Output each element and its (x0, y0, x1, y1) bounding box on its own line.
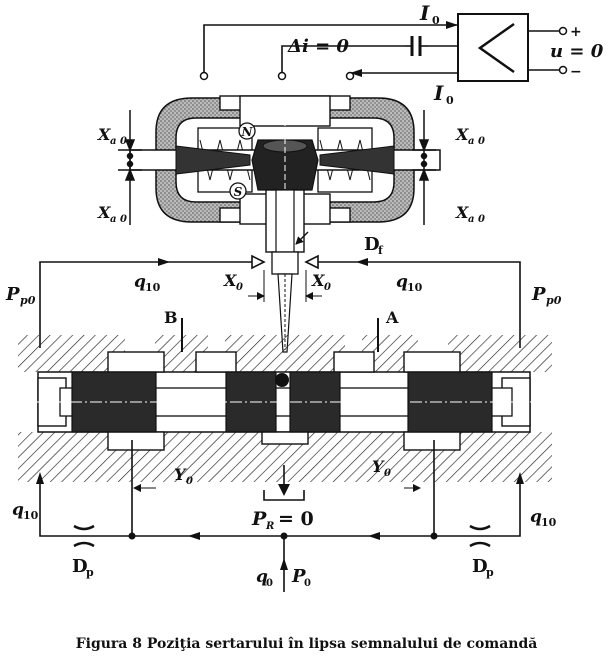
s-pole-label: S (234, 185, 243, 199)
label-x0-right: X (311, 271, 325, 290)
label-q10-top-right: q (396, 272, 408, 292)
label-port-a: A (385, 308, 399, 327)
svg-text:p: p (486, 566, 494, 579)
right-nozzle (304, 254, 319, 270)
svg-text:0: 0 (304, 578, 311, 589)
label-x0-left: X (223, 271, 237, 290)
svg-text:f: f (378, 244, 384, 257)
capacitor (405, 36, 428, 56)
coil-wires (203, 24, 458, 74)
svg-text:0: 0 (446, 94, 454, 107)
label-q10-bottom-right: q (530, 507, 542, 527)
label-u: u = 0 (550, 41, 604, 62)
label-port-b: B (164, 308, 178, 327)
spool (30, 371, 540, 433)
label-pp0-right: P (531, 284, 546, 305)
svg-text:p: p (86, 566, 94, 579)
label-pr: P (251, 508, 267, 530)
svg-text:a 0: a 0 (110, 136, 127, 147)
label-dp-right: D (472, 556, 488, 577)
label-pr-eq: = 0 (278, 508, 314, 530)
svg-text:0: 0 (324, 282, 331, 293)
label-i0-bottom: I (433, 81, 444, 105)
label-xa0-top-left: X (97, 125, 111, 144)
svg-text:10: 10 (23, 509, 39, 522)
fixed-orifices (73, 524, 491, 548)
label-minus: − (570, 64, 582, 80)
label-xa0-bottom-left: X (97, 203, 111, 222)
label-df: D (364, 234, 380, 255)
permanent-magnet (155, 97, 415, 223)
s-pole (229, 182, 247, 200)
terminal-plus (558, 26, 568, 36)
label-i0-top: I (419, 1, 430, 25)
label-q10-top-left: q (134, 272, 146, 292)
label-q0: q (256, 567, 268, 587)
svg-text:0: 0 (186, 476, 193, 487)
svg-text:10: 10 (541, 516, 557, 529)
label-xa0-top-right: X (455, 125, 469, 144)
svg-text:10: 10 (407, 281, 423, 294)
n-pole-label: N (241, 125, 254, 139)
needle-ball (275, 373, 289, 387)
label-q10-bottom-left: q (12, 500, 24, 520)
flapper-stem (265, 189, 305, 353)
svg-text:p0: p0 (546, 294, 562, 307)
armature-left (175, 145, 251, 175)
svg-text:p0: p0 (20, 294, 36, 307)
label-y0-right: Y (372, 457, 385, 476)
amplifier (457, 13, 529, 82)
label-plus: + (570, 24, 582, 40)
air-gap-markers (118, 110, 436, 225)
amplifier-symbol (477, 22, 515, 74)
left-nozzle (251, 254, 266, 270)
label-xa0-bottom-right: X (455, 203, 469, 222)
svg-text:R: R (265, 521, 274, 532)
label-y0-left: Y (174, 465, 187, 484)
armature-right (319, 145, 395, 175)
figure-caption: Figura 8 Poziţia sertarului în lipsa sem… (75, 636, 538, 652)
terminal-minus (558, 65, 568, 75)
label-dp-left: D (72, 556, 88, 577)
svg-text:a 0: a 0 (468, 214, 485, 225)
svg-text:0: 0 (384, 468, 391, 479)
label-p0: P (291, 566, 306, 587)
n-pole (238, 122, 256, 140)
svg-text:a 0: a 0 (468, 136, 485, 147)
svg-text:0: 0 (432, 14, 440, 27)
svg-text:a 0: a 0 (110, 214, 127, 225)
pilot-lines (39, 261, 521, 537)
label-pp0-left: P (5, 284, 20, 305)
svg-text:0: 0 (266, 578, 273, 589)
svg-text:0: 0 (236, 282, 243, 293)
svg-text:10: 10 (145, 281, 161, 294)
label-delta-i: Δi = 0 (287, 36, 349, 57)
